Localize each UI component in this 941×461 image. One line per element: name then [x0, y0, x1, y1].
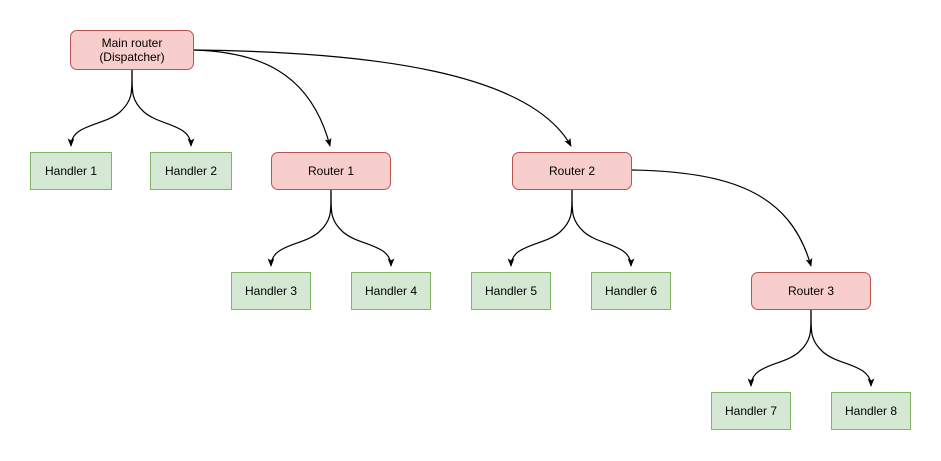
- node-handler-8[interactable]: Handler 8: [831, 392, 911, 430]
- node-handler-3-label: Handler 3: [244, 284, 298, 298]
- node-handler-5[interactable]: Handler 5: [471, 272, 551, 310]
- node-handler-2-label: Handler 2: [164, 164, 218, 178]
- edge-main-to-handler-1: [67, 69, 133, 147]
- edge-router-3-to-handler-8: [810, 309, 875, 387]
- node-handler-4-label: Handler 4: [364, 284, 418, 298]
- node-router-3[interactable]: Router 3: [751, 272, 871, 310]
- edge-router-2-to-handler-6: [571, 189, 635, 267]
- node-handler-7[interactable]: Handler 7: [711, 392, 791, 430]
- edge-main-to-router-1: [193, 49, 332, 147]
- node-handler-4[interactable]: Handler 4: [351, 272, 431, 310]
- node-router-2-label: Router 2: [548, 164, 596, 178]
- node-handler-1-label: Handler 1: [44, 164, 98, 178]
- edge-router-3-to-handler-7: [747, 309, 812, 387]
- edge-router-2-to-router-3: [631, 169, 813, 267]
- edge-router-2-to-handler-5: [507, 189, 573, 267]
- edge-main-to-router-2: [193, 49, 572, 147]
- node-handler-7-label: Handler 7: [724, 404, 778, 418]
- node-router-1-label: Router 1: [307, 164, 355, 178]
- node-router-1[interactable]: Router 1: [271, 152, 391, 190]
- node-handler-6-label: Handler 6: [604, 284, 658, 298]
- node-handler-3[interactable]: Handler 3: [231, 272, 311, 310]
- edge-main-to-handler-2: [131, 69, 195, 147]
- edge-router-1-to-handler-4: [330, 189, 395, 267]
- node-handler-1[interactable]: Handler 1: [30, 152, 112, 190]
- node-handler-2[interactable]: Handler 2: [150, 152, 232, 190]
- node-handler-5-label: Handler 5: [484, 284, 538, 298]
- node-handler-8-label: Handler 8: [844, 404, 898, 418]
- node-main-router[interactable]: Main router (Dispatcher): [70, 30, 194, 70]
- node-main-router-label: Main router (Dispatcher): [99, 36, 165, 64]
- node-router-3-label: Router 3: [787, 284, 835, 298]
- node-router-2[interactable]: Router 2: [512, 152, 632, 190]
- node-handler-6[interactable]: Handler 6: [591, 272, 671, 310]
- edge-router-1-to-handler-3: [267, 189, 332, 267]
